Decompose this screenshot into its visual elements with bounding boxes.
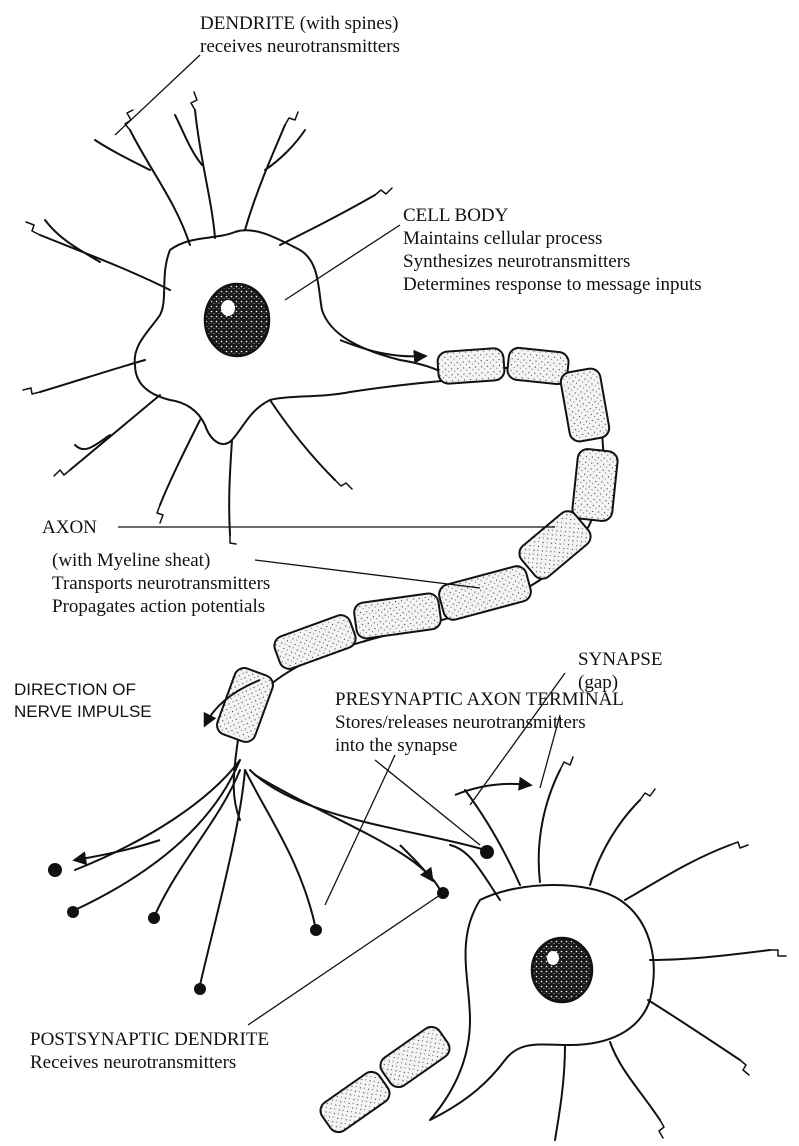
nucleus (205, 284, 269, 356)
presynaptic-desc-2: into the synapse (335, 734, 624, 757)
dendrite-branch (245, 125, 305, 230)
nucleus (532, 938, 592, 1002)
direction-line-2: NERVE IMPULSE (14, 701, 152, 723)
dendrite-branch (70, 395, 160, 470)
axon-title: AXON (42, 516, 97, 539)
dendrite-branch (280, 195, 375, 245)
cell-body-label: CELL BODY Maintains cellular process Syn… (403, 204, 702, 296)
axon-desc-2: Transports neurotransmitters (52, 572, 270, 595)
synapse-desc: (gap) (578, 671, 662, 694)
cell-body-desc-3: Determines response to message inputs (403, 273, 702, 296)
direction-label: DIRECTION OF NERVE IMPULSE (14, 679, 152, 723)
nucleolus (221, 300, 235, 316)
dendrite-branch (175, 110, 215, 238)
synapse-title: SYNAPSE (578, 648, 662, 671)
axon-terminals (75, 760, 485, 985)
dendrite-desc: receives neurotransmitters (200, 35, 400, 58)
leader-lines (115, 55, 565, 1025)
dendrite-branch (270, 400, 335, 480)
dendrite-label: DENDRITE (with spines) receives neurotra… (200, 12, 400, 58)
postsynaptic-desc: Receives neurotransmitters (30, 1051, 269, 1074)
synapse-label: SYNAPSE (gap) (578, 648, 662, 694)
dendrite-title: DENDRITE (with spines) (200, 12, 400, 35)
axon-desc-3: Propagates action potentials (52, 595, 270, 618)
cell-body-outline (430, 885, 654, 1120)
axon-label: AXON (42, 516, 97, 539)
cell-body-desc-1: Maintains cellular process (403, 227, 702, 250)
terminal-boutons (48, 845, 494, 995)
dendrite-branch (229, 440, 232, 535)
cell-body-title: CELL BODY (403, 204, 702, 227)
dendrite-branch (40, 360, 145, 392)
dendrite-branch (40, 220, 170, 290)
direction-line-1: DIRECTION OF (14, 679, 152, 701)
presynaptic-desc-1: Stores/releases neurotransmitters (335, 711, 624, 734)
axon-desc-1: (with Myeline sheat) (52, 549, 270, 572)
postsynaptic-title: POSTSYNAPTIC DENDRITE (30, 1028, 269, 1051)
axon-desc: (with Myeline sheat) Transports neurotra… (52, 549, 270, 618)
dendrite-branch (95, 130, 190, 245)
upper-neuron (23, 92, 452, 544)
lower-neuron (430, 757, 786, 1140)
dendrite-branch (160, 420, 200, 505)
presynaptic-label: PRESYNAPTIC AXON TERMINAL Stores/release… (335, 688, 624, 757)
postsynaptic-label: POSTSYNAPTIC DENDRITE Receives neurotran… (30, 1028, 269, 1074)
cell-body-desc-2: Synthesizes neurotransmitters (403, 250, 702, 273)
